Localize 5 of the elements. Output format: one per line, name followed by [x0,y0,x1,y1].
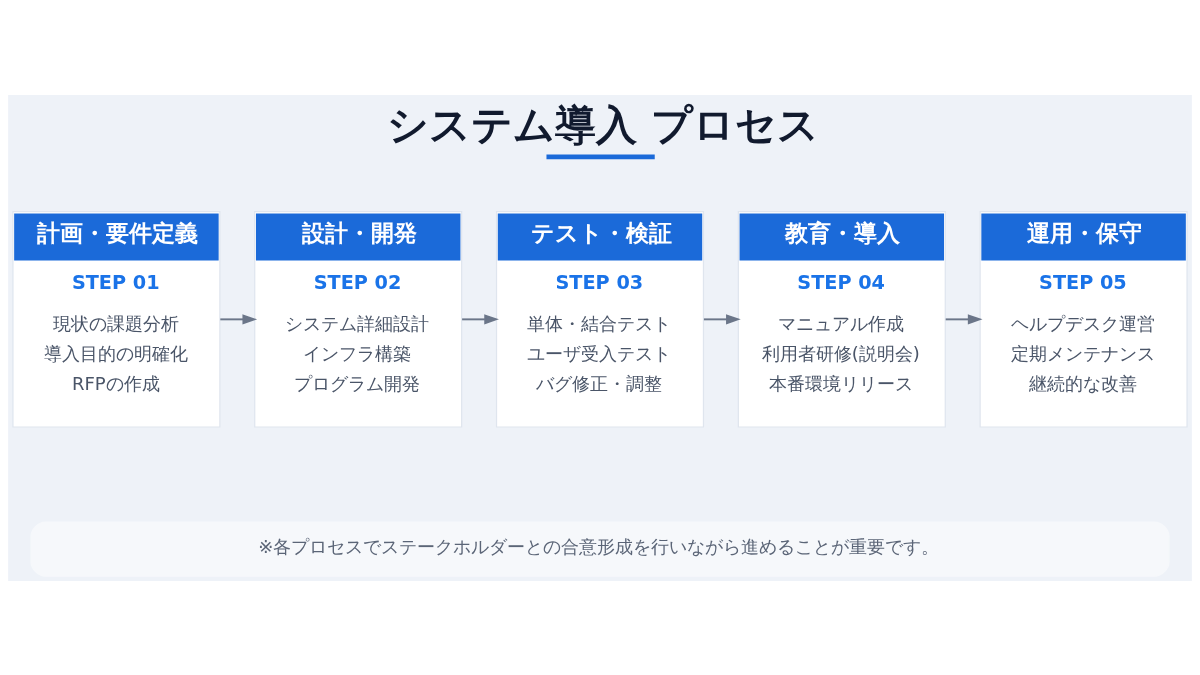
arrow [702,313,741,324]
arrow [944,313,983,324]
arrow [219,313,258,324]
arrow [461,313,499,324]
diagram-title: システム導入 プロセス [387,100,820,149]
